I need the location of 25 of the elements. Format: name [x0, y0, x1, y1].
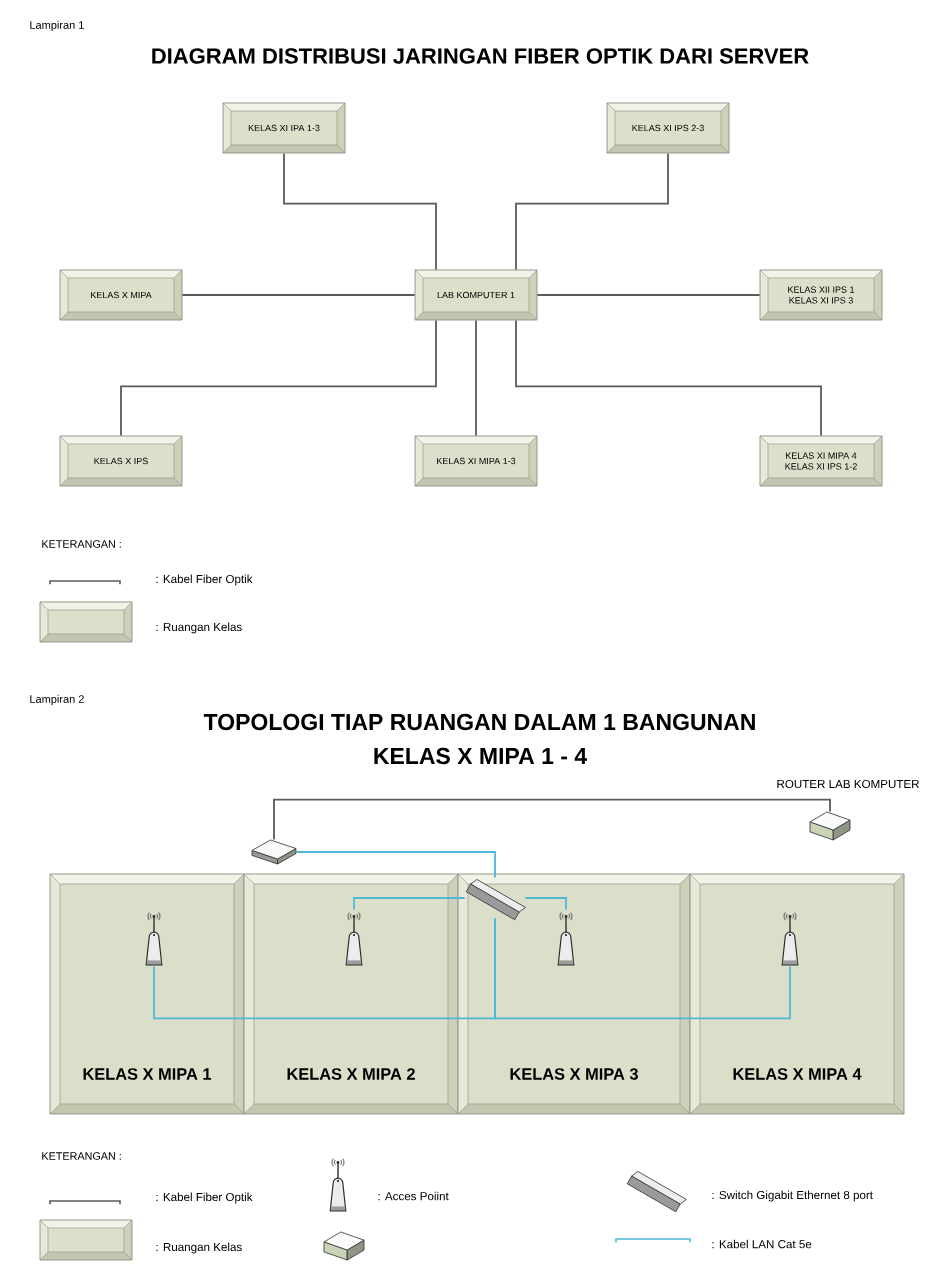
cable-line: [120, 319, 437, 437]
cable-line: [353, 897, 466, 911]
cable-line: [515, 152, 669, 271]
access-point-icon: [781, 912, 799, 966]
cable-line: [181, 294, 416, 296]
cable-line: [273, 798, 831, 841]
cable-line: [494, 917, 791, 1020]
heading: KELAS X MIPA 1 - 4: [374, 747, 587, 765]
diagram-title: DIAGRAM DISTRIBUSI JARINGAN FIBER OPTIK DARI SERVER: [152, 48, 809, 64]
room-box: KELAS X MIPA 1: [49, 873, 245, 1115]
heading: TOPOLOGI TIAP RUANGAN DALAM 1 BANGUNAN: [203, 713, 755, 731]
cable-line: [524, 897, 567, 911]
access-point-icon: [345, 912, 363, 966]
cable-line: [283, 152, 437, 271]
switch-icon: [465, 879, 526, 921]
router-icon: [251, 839, 297, 865]
cable-line: [475, 319, 477, 437]
access-point-icon: [557, 912, 575, 966]
room-box: KELAS X MIPA 4: [689, 873, 905, 1115]
room-box: KELAS X MIPA 2: [243, 873, 459, 1115]
cable-line: [515, 319, 822, 437]
access-point-icon: [145, 912, 163, 966]
cable-line: [536, 294, 761, 296]
room-box: KELAS X MIPA 3: [457, 873, 691, 1115]
cable-line: [295, 851, 496, 879]
